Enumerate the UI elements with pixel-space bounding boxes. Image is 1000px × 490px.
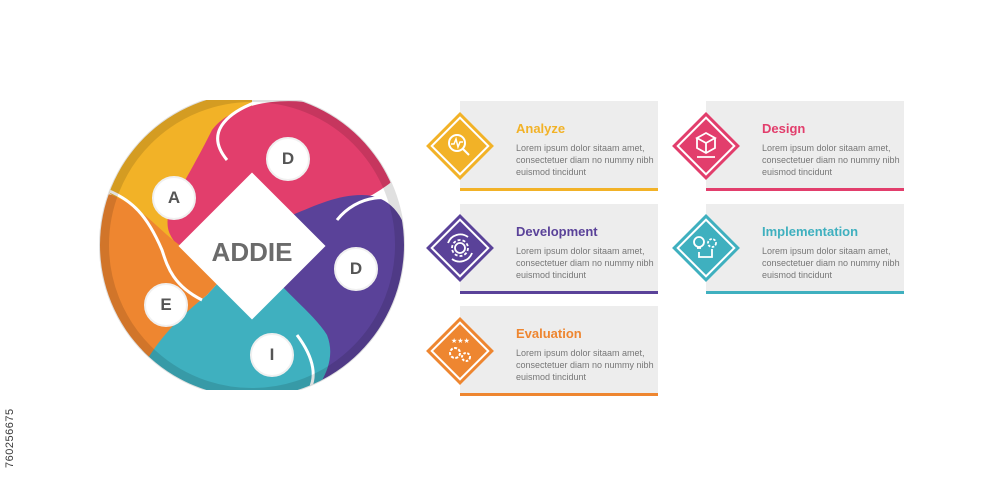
card-underline: [460, 291, 658, 294]
development-diamond: [422, 210, 498, 286]
magnifier-analysis-icon: [448, 134, 470, 156]
letter-badge-i: I: [250, 333, 294, 377]
card-implementation: Implementation Lorem ipsum dolor sitaam …: [706, 204, 904, 294]
implementation-diamond: [668, 210, 744, 286]
center-title: ADDIE: [211, 237, 293, 267]
gear-stars-icon: ★★★: [449, 337, 471, 362]
box-ruler-icon: [695, 131, 717, 158]
card-underline: [460, 393, 658, 396]
evaluation-diamond: ★★★: [422, 313, 498, 389]
letter-badge-d-development: D: [334, 247, 378, 291]
card-description: Lorem ipsum dolor sitaam amet, consectet…: [516, 143, 654, 177]
card-underline: [460, 188, 658, 191]
analyze-diamond: [422, 108, 498, 184]
card-title: Implementation: [762, 224, 859, 239]
svg-text:★★★: ★★★: [451, 337, 470, 345]
card-description: Lorem ipsum dolor sitaam amet, consectet…: [516, 246, 654, 280]
design-diamond: [668, 108, 744, 184]
card-description: Lorem ipsum dolor sitaam amet, consectet…: [516, 348, 654, 382]
card-title: Analyze: [516, 121, 566, 136]
letter-badge-e: E: [144, 283, 188, 327]
card-underline: [706, 291, 904, 294]
segment-evaluation: [100, 194, 252, 366]
card-underline: [706, 188, 904, 191]
card-description: Lorem ipsum dolor sitaam amet, consectet…: [762, 143, 900, 177]
card-title: Design: [762, 121, 806, 136]
card-description: Lorem ipsum dolor sitaam amet, consectet…: [762, 246, 900, 280]
card-title: Development: [516, 224, 598, 239]
bulb-gear-icon: [693, 236, 717, 258]
gear-cycle-icon: [447, 233, 473, 263]
letter-badge-a: A: [152, 176, 196, 220]
card-title: Evaluation: [516, 326, 582, 341]
card-design: Design Lorem ipsum dolor sitaam amet, co…: [706, 101, 904, 191]
stock-id-watermark: 760256675: [4, 408, 16, 468]
letter-badge-d-design: D: [266, 137, 310, 181]
card-development: Development Lorem ipsum dolor sitaam ame…: [460, 204, 658, 294]
